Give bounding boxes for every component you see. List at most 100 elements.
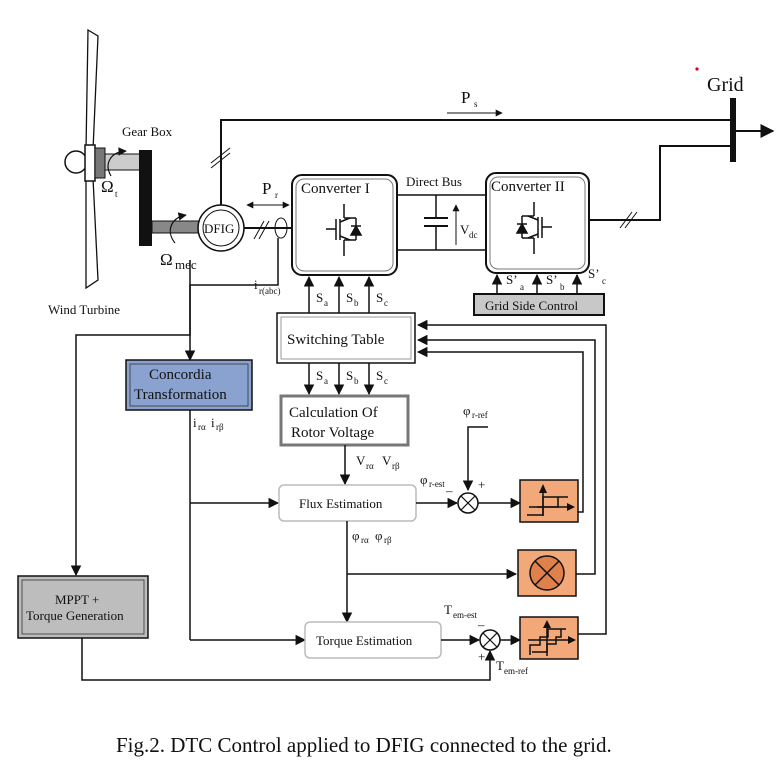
phi-est-label: φ bbox=[420, 472, 428, 487]
sprime-b-sub: b bbox=[560, 282, 565, 292]
wind-turbine-label: Wind Turbine bbox=[48, 302, 120, 317]
igbt-symbol-1 bbox=[326, 204, 363, 256]
grid-side-control-label: Grid Side Control bbox=[485, 298, 579, 313]
grid-side-control-block bbox=[473, 293, 605, 316]
current-sensor bbox=[274, 217, 288, 239]
omega-t-rotation-arrow bbox=[107, 147, 127, 177]
sa-bottom-sub: a bbox=[324, 376, 328, 386]
phi-est-sub: r-est bbox=[429, 479, 445, 489]
pr-label: P bbox=[262, 179, 271, 198]
tem-ref-sub: em-ref bbox=[504, 666, 528, 676]
converter-2-label: Converter II bbox=[491, 179, 565, 195]
mppt-line1: MPPT + bbox=[55, 592, 99, 607]
concordia-line2: Transformation bbox=[134, 387, 227, 403]
irb-label: i bbox=[211, 415, 215, 430]
direct-bus-label: Direct Bus bbox=[406, 174, 462, 189]
omega-mec-feedback-line bbox=[70, 260, 191, 577]
sc-top-sub: c bbox=[384, 298, 388, 308]
ira-sub: rα bbox=[198, 422, 206, 432]
gear-box-label: Gear Box bbox=[122, 124, 173, 139]
irabc-label: i bbox=[254, 277, 258, 292]
grid-side-line bbox=[589, 145, 733, 221]
sa-top-label: S bbox=[316, 290, 323, 305]
gear-box bbox=[139, 150, 152, 246]
concordia-block bbox=[125, 359, 253, 411]
flux-estimation-label: Flux Estimation bbox=[299, 496, 383, 511]
sprime-a-label: S’ bbox=[506, 272, 518, 287]
stator-line bbox=[220, 119, 733, 205]
sa-top-sub: a bbox=[324, 298, 328, 308]
tem-est-sub: em-est bbox=[453, 610, 477, 620]
low-speed-shaft bbox=[104, 153, 142, 171]
pr-sub: r bbox=[275, 190, 278, 200]
rotor-voltage-line1: Calculation Of bbox=[289, 405, 378, 421]
sc-bottom-sub: c bbox=[384, 376, 388, 386]
turbine-blade-upper bbox=[85, 28, 99, 151]
sc-bottom-label: S bbox=[376, 368, 383, 383]
high-speed-shaft bbox=[151, 220, 203, 234]
phi-ref-sub: r-ref bbox=[472, 410, 488, 420]
sector-feedback bbox=[416, 334, 596, 575]
flux-plus-sign: + bbox=[478, 477, 485, 492]
irabc-line bbox=[184, 238, 279, 362]
ps-label: P bbox=[461, 88, 470, 107]
grid-label: Grid bbox=[707, 74, 744, 96]
converter-1-label: Converter I bbox=[301, 181, 370, 197]
turbine-shaft bbox=[94, 147, 106, 179]
phira-label: φ bbox=[352, 528, 360, 543]
vrb-sub: rβ bbox=[392, 461, 400, 471]
irabc-sub: r(abc) bbox=[259, 286, 280, 296]
flux-minus-sign: – bbox=[445, 483, 453, 498]
torque-minus-sign: – bbox=[477, 617, 485, 632]
sb-bottom-label: S bbox=[346, 368, 353, 383]
phira-sub: rα bbox=[361, 535, 369, 545]
tem-ref-label: T bbox=[496, 658, 504, 673]
omega-mec-label: Ω bbox=[160, 250, 173, 269]
omega-t-sub: t bbox=[115, 189, 118, 199]
switching-table-label: Switching Table bbox=[287, 332, 385, 348]
ira-label: i bbox=[193, 415, 197, 430]
sb-top-sub: b bbox=[354, 298, 359, 308]
vra-sub: rα bbox=[366, 461, 374, 471]
sa-bottom-label: S bbox=[316, 368, 323, 383]
omega-mec-sub: mec bbox=[175, 257, 197, 272]
red-dot bbox=[695, 67, 699, 71]
sprime-a-sub: a bbox=[520, 282, 524, 292]
tem-ref-line bbox=[81, 638, 496, 681]
omega-mec-rotation-arrow bbox=[169, 212, 187, 244]
vdc-sub: dc bbox=[469, 230, 478, 240]
phirb-label: φ bbox=[375, 528, 383, 543]
turbine-blade-lower bbox=[85, 177, 99, 290]
omega-t-label: Ω bbox=[101, 177, 114, 196]
sb-top-label: S bbox=[346, 290, 353, 305]
switching-table-block bbox=[276, 312, 416, 364]
sprime-c-sub: c bbox=[602, 276, 606, 286]
flux-controller-feedback bbox=[416, 346, 584, 513]
turbine-hub bbox=[84, 144, 96, 182]
torque-estimation-label: Torque Estimation bbox=[316, 633, 413, 648]
rotor-voltage-block bbox=[279, 394, 410, 447]
irb-sub: rβ bbox=[216, 422, 224, 432]
phi-ref-label: φ bbox=[463, 403, 471, 418]
sc-top-label: S bbox=[376, 290, 383, 305]
vrb-label: V bbox=[382, 453, 392, 468]
phirb-sub: rβ bbox=[384, 535, 392, 545]
turbine-nose-cone bbox=[64, 150, 88, 174]
vdc-label: V bbox=[460, 222, 470, 237]
sprime-b-label: S’ bbox=[546, 272, 558, 287]
mppt-line2: Torque Generation bbox=[26, 608, 124, 623]
figure-caption: Fig.2. DTC Control applied to DFIG conne… bbox=[116, 733, 612, 757]
wind-turbine bbox=[64, 28, 203, 290]
sb-bottom-sub: b bbox=[354, 376, 359, 386]
torque-plus-sign: + bbox=[478, 649, 485, 664]
sprime-c-label: S’ bbox=[588, 266, 600, 281]
mppt-block bbox=[17, 575, 149, 639]
tem-est-label: T bbox=[444, 602, 452, 617]
torque-controller-feedback bbox=[416, 319, 607, 635]
ps-sub: s bbox=[474, 99, 478, 109]
converter-1-block bbox=[291, 174, 398, 276]
concordia-line1: Concordia bbox=[149, 367, 212, 383]
rotor-voltage-line2: Rotor Voltage bbox=[291, 425, 375, 441]
vra-label: V bbox=[356, 453, 366, 468]
